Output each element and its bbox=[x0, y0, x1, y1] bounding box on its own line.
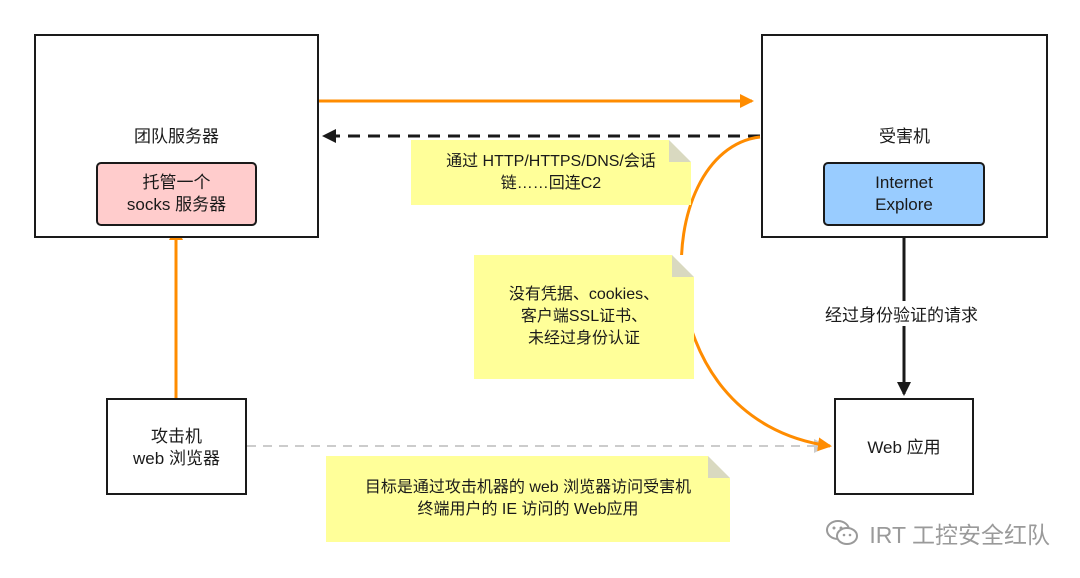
watermark-text: IRT 工控安全红队 bbox=[869, 522, 1050, 548]
attacker-box: 攻击机 web 浏览器 bbox=[106, 398, 247, 495]
socks-server-box: 托管一个 socks 服务器 bbox=[96, 162, 257, 226]
c2-callback-note: 通过 HTTP/HTTPS/DNS/会话 链……回连C2 bbox=[411, 140, 691, 205]
c2-callback-note-text: 通过 HTTP/HTTPS/DNS/会话 链……回连C2 bbox=[446, 152, 656, 192]
watermark: IRT 工控安全红队 bbox=[825, 516, 1050, 550]
authenticated-request-label: 经过身份验证的请求 bbox=[823, 301, 980, 326]
goal-note-text: 目标是通过攻击机器的 web 浏览器访问受害机 终端用户的 IE 访问的 Web… bbox=[364, 479, 692, 518]
internet-explorer-box: Internet Explore bbox=[823, 162, 985, 226]
web-app-box: Web 应用 bbox=[834, 398, 974, 495]
note-fold-corner bbox=[669, 140, 691, 162]
attacker-label: 攻击机 web 浏览器 bbox=[133, 427, 220, 468]
team-server-box: 团队服务器 bbox=[34, 34, 319, 238]
no-credentials-note: 没有凭据、cookies、 客户端SSL证书、 未经过身份认证 bbox=[474, 255, 694, 379]
team-server-label: 团队服务器 bbox=[134, 127, 219, 146]
victim-label: 受害机 bbox=[879, 127, 930, 146]
web-app-label: Web 应用 bbox=[867, 438, 941, 457]
goal-note: 目标是通过攻击机器的 web 浏览器访问受害机 终端用户的 IE 访问的 Web… bbox=[326, 456, 730, 542]
no-credentials-note-text: 没有凭据、cookies、 客户端SSL证书、 未经过身份认证 bbox=[508, 286, 660, 347]
wechat-icon bbox=[826, 520, 859, 545]
note-fold-corner bbox=[708, 456, 730, 478]
note-fold-corner bbox=[672, 255, 694, 277]
